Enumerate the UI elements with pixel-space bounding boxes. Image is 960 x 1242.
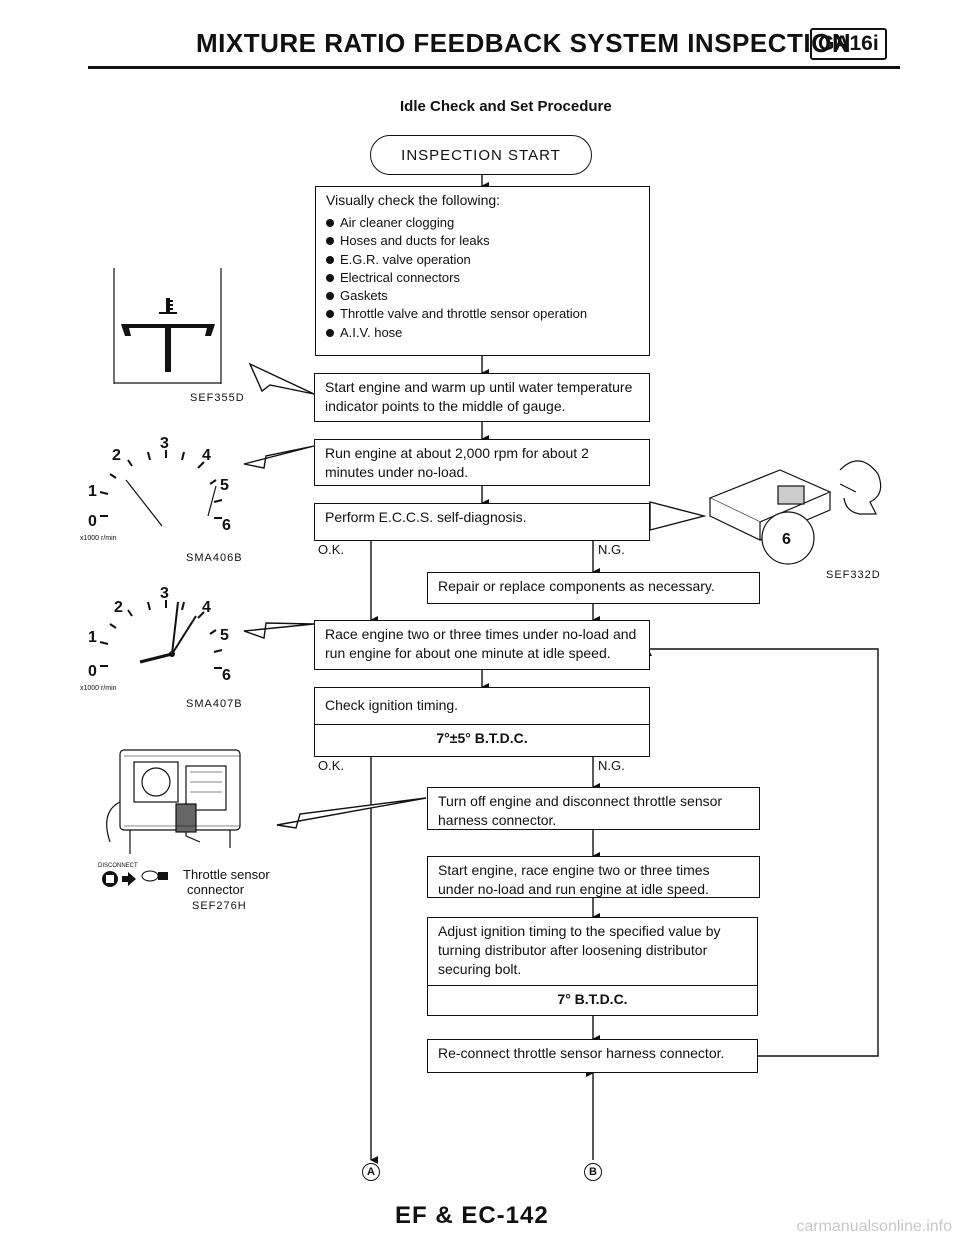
check-item: Hoses and ducts for leaks <box>326 232 639 250</box>
throttle-sensor-caption: Throttle sensor connector <box>183 867 270 897</box>
svg-text:4: 4 <box>202 447 211 464</box>
connector-label: connector <box>187 882 245 897</box>
figure-ref: SEF276H <box>192 900 247 912</box>
check-item: Gaskets <box>326 287 639 305</box>
figure-ref: SEF355D <box>190 392 245 404</box>
check-item: Throttle valve and throttle sensor opera… <box>326 305 639 323</box>
self-diagnosis-figure: 6 <box>700 440 890 570</box>
pointer-to-fig2 <box>243 445 315 469</box>
branch-ng-label: N.G. <box>598 542 625 557</box>
svg-text:x1000 r/min: x1000 r/min <box>80 535 117 542</box>
svg-text:0: 0 <box>88 513 97 530</box>
pointer-to-fig3 <box>243 622 315 639</box>
step-reconnect-sensor: Re-connect throttle sensor harness conne… <box>427 1039 758 1073</box>
step-adjust-timing: Adjust ignition timing to the specified … <box>427 917 758 1016</box>
check-item: A.I.V. hose <box>326 324 639 342</box>
timing-spec: 7°±5° B.T.D.C. <box>315 724 649 752</box>
connector-b: B <box>584 1163 602 1181</box>
disconnect-label: DISCONNECT <box>98 863 138 869</box>
disconnect-icon: DISCONNECT <box>98 863 168 887</box>
svg-text:2: 2 <box>112 447 121 464</box>
check-item: Electrical connectors <box>326 269 639 287</box>
check-item: E.G.R. valve operation <box>326 251 639 269</box>
svg-text:1: 1 <box>88 483 97 500</box>
check-list: Air cleaner clogging Hoses and ducts for… <box>326 214 639 342</box>
disconnect-symbol: DISCONNECT <box>98 860 178 890</box>
diag-display-value: 6 <box>782 531 791 548</box>
step-repair: Repair or replace components as necessar… <box>427 572 760 604</box>
step-run-2000rpm: Run engine at about 2,000 rpm for about … <box>314 439 650 486</box>
check-item: Air cleaner clogging <box>326 214 639 232</box>
step-adjust-timing-text: Adjust ignition timing to the specified … <box>438 923 721 977</box>
svg-text:x1000 r/min: x1000 r/min <box>80 685 117 692</box>
svg-text:6: 6 <box>222 517 231 534</box>
ecu-inspection-icon: 6 <box>708 460 882 565</box>
loop-back-line <box>644 648 879 1057</box>
temp-gauge-figure <box>113 268 223 384</box>
step-race-engine: Race engine two or three times under no-… <box>314 620 650 670</box>
connector-a: A <box>362 1163 380 1181</box>
temp-gauge-icon <box>113 268 222 384</box>
figure-ref: SMA407B <box>186 698 243 710</box>
step-check-timing-text: Check ignition timing. <box>325 697 459 713</box>
procedure-subtitle: Idle Check and Set Procedure <box>400 98 612 115</box>
svg-text:5: 5 <box>220 627 229 644</box>
svg-text:6: 6 <box>222 667 231 684</box>
figure-ref: SEF332D <box>826 569 881 581</box>
timing-spec: 7° B.T.D.C. <box>428 985 757 1013</box>
step-restart-engine: Start engine, race engine two or three t… <box>427 856 760 898</box>
step-check-timing: Check ignition timing. 7°±5° B.T.D.C. <box>314 687 650 757</box>
engine-badge: GA16i <box>810 28 887 60</box>
throttle-body-figure <box>90 742 250 872</box>
svg-text:5: 5 <box>220 477 229 494</box>
svg-text:3: 3 <box>160 585 169 602</box>
branch-ok-label: O.K. <box>318 542 345 557</box>
svg-text:2: 2 <box>114 599 123 616</box>
tachometer-icon: 0 1 2 3 45 6 x1000 r/min <box>80 435 231 542</box>
svg-text:4: 4 <box>202 599 211 616</box>
svg-text:1: 1 <box>88 629 97 646</box>
step-disconnect-sensor: Turn off engine and disconnect throttle … <box>427 787 760 830</box>
svg-text:0: 0 <box>88 663 97 680</box>
step-self-diagnosis: Perform E.C.C.S. self-diagnosis. <box>314 503 650 541</box>
page-title: MIXTURE RATIO FEEDBACK SYSTEM INSPECTION <box>196 28 852 58</box>
throttle-body-icon <box>106 749 241 854</box>
header-rule <box>88 66 900 69</box>
tachometer-icon: 0 12 3 45 6 x1000 r/min <box>80 585 231 692</box>
pointer-to-fig4 <box>276 797 427 829</box>
step-visual-check-intro: Visually check the following: <box>326 192 501 208</box>
pointer-to-fig5 <box>649 501 707 531</box>
figure-ref: SMA406B <box>186 552 243 564</box>
svg-text:3: 3 <box>160 435 169 452</box>
step-visual-check: Visually check the following: Air cleane… <box>315 186 650 356</box>
throttle-sensor-label: Throttle sensor <box>183 867 270 882</box>
pointer-to-fig1 <box>248 362 315 395</box>
watermark: carmanualsonline.info <box>796 1218 952 1235</box>
branch-ng-label: N.G. <box>598 758 625 773</box>
start-oval: INSPECTION START <box>370 135 592 175</box>
page-number: EF & EC-142 <box>395 1202 549 1229</box>
step-warm-up: Start engine and warm up until water tem… <box>314 373 650 422</box>
branch-ok-label: O.K. <box>318 758 345 773</box>
